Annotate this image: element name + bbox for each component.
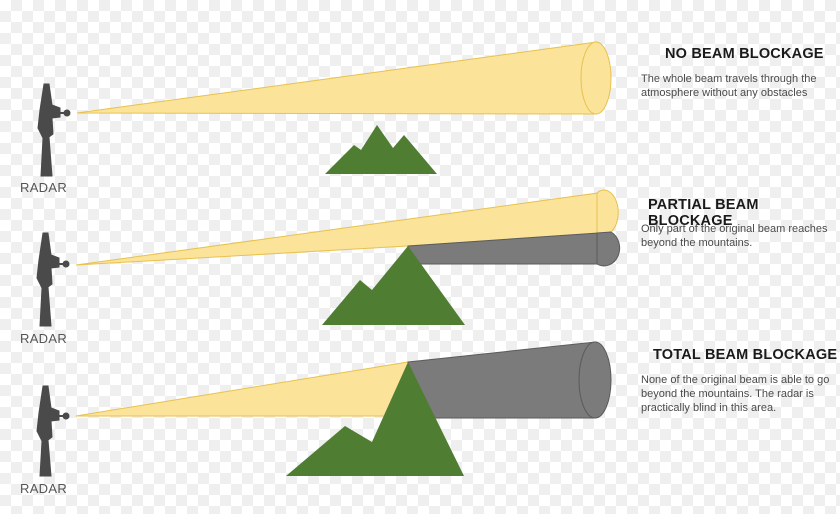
radar-beam xyxy=(76,41,598,115)
panel-total-blockage xyxy=(36,341,612,477)
beam-end-cap xyxy=(596,189,619,238)
radar-feed-dot xyxy=(62,412,70,420)
panel-description: Only part of the original beam reaches b… xyxy=(641,223,828,249)
radar-tower-icon xyxy=(37,83,61,177)
blocked-end-cap xyxy=(578,341,612,419)
panel-no-blockage xyxy=(37,41,612,177)
panel-partial-blockage xyxy=(36,189,621,327)
mountain xyxy=(325,125,437,174)
mountain xyxy=(322,246,465,325)
radar-label: RADAR xyxy=(20,180,68,195)
beam-end-cap xyxy=(580,41,612,115)
panel-title: TOTAL BEAM BLOCKAGE xyxy=(653,347,838,363)
panel-description: None of the original beam is able to go … xyxy=(641,374,830,414)
radar-label: RADAR xyxy=(20,481,68,496)
radar-beam xyxy=(75,361,409,417)
radar-feed-dot xyxy=(63,109,71,117)
radar-tower-icon xyxy=(36,232,60,327)
radar-tower-icon xyxy=(36,385,60,477)
blocked-end-cap xyxy=(596,231,621,267)
radar-label: RADAR xyxy=(20,331,68,346)
panel-description: The whole beam travels through the atmos… xyxy=(641,73,817,99)
blocked-beam-part xyxy=(407,341,596,419)
mountain xyxy=(286,362,464,476)
panel-title: PARTIAL BEAM BLOCKAGE xyxy=(648,197,759,229)
panel-title: NO BEAM BLOCKAGE xyxy=(665,46,824,62)
radar-feed-dot xyxy=(62,260,70,268)
